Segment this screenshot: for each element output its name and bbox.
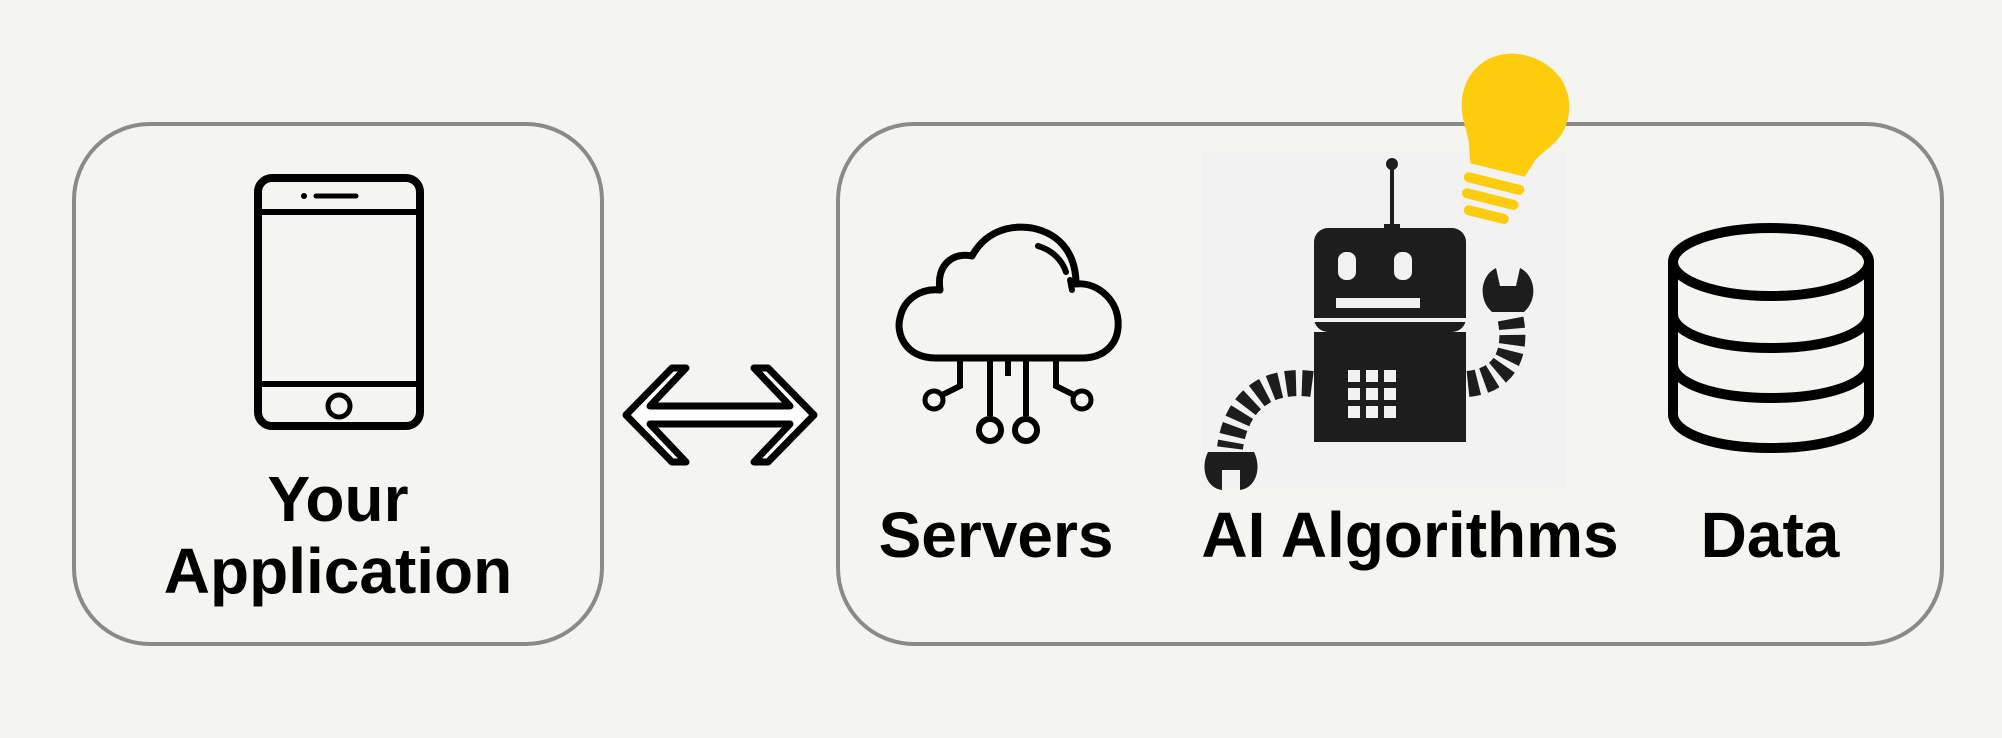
- ai-algorithms-label: AI Algorithms: [1201, 499, 1619, 571]
- data-label: Data: [1700, 499, 1840, 571]
- bidirectional-arrow-icon: [622, 364, 818, 466]
- your-application-label-line1: Your: [267, 463, 409, 535]
- your-application-label-line2: Application: [163, 534, 513, 607]
- database-icon: [1668, 223, 1874, 454]
- lightbulb-icon: [1461, 53, 1570, 224]
- cloud-server-icon: [895, 223, 1122, 444]
- your-application-label: Your Application: [72, 463, 604, 607]
- servers-label: Servers: [878, 499, 1114, 571]
- smartphone-icon: [254, 174, 424, 430]
- robot-icon: [1204, 158, 1534, 490]
